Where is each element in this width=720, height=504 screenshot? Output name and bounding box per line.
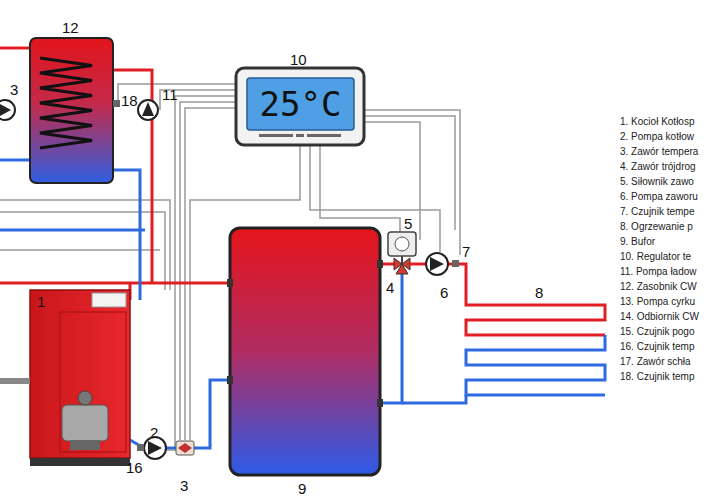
legend-entry: 9. Bufor — [620, 237, 655, 247]
valve-actuator — [388, 232, 416, 256]
display-reading: 25°C — [260, 84, 342, 124]
boiler-panel — [92, 293, 126, 307]
temp-sensor — [452, 260, 459, 267]
thermostatic-valve — [176, 441, 194, 455]
legend-entry: 1. Kocioł Kotłosp — [620, 117, 695, 127]
boiler-base — [30, 458, 130, 466]
boiler — [30, 290, 130, 458]
callout-number: 9 — [298, 481, 306, 496]
pump-arrow — [430, 257, 444, 271]
legend-entry: 10. Regulator te — [620, 252, 691, 262]
legend-entry: 6. Pompa zaworu — [620, 192, 698, 202]
temp-sensor — [113, 100, 120, 107]
legend-entry: 8. Ogrzewanie p — [620, 222, 693, 232]
temp-sensor — [137, 444, 144, 451]
boiler-pump — [144, 437, 166, 459]
callout-number: 3 — [10, 82, 18, 97]
controller-screen — [247, 78, 354, 130]
callout-number: 7 — [462, 244, 470, 259]
legend-entry: 13. Pompa cyrku — [620, 297, 695, 307]
legend-entry: 4. Zawór trójdrog — [620, 162, 696, 172]
legend-entry: 12. Zasobnik CW — [620, 282, 697, 292]
buffer-tank — [230, 228, 380, 475]
legend-entry: 3. Zawór tempera — [620, 147, 698, 157]
callout-number: 5 — [404, 216, 412, 231]
callout-number: 16 — [126, 460, 143, 475]
legend-entry: 18. Czujnik temp — [620, 372, 694, 382]
legend-entry: 15. Czujnik pogo — [620, 327, 695, 337]
callout-number: 4 — [386, 280, 394, 295]
legend-entry: 5. Siłownik zawo — [620, 177, 694, 187]
three-way-valve — [394, 258, 410, 274]
callout-number: 8 — [535, 285, 543, 300]
callout-number: 10 — [290, 52, 307, 67]
legend-entry: 7. Czujnik tempe — [620, 207, 694, 217]
callout-number: 11 — [162, 87, 178, 102]
pump-arrow — [142, 102, 154, 116]
loading-pump — [138, 100, 158, 120]
burner — [62, 405, 108, 441]
callout-number: 1 — [37, 294, 45, 309]
legend-entry: 14. Odbiornik CW — [620, 312, 699, 322]
legend-entry: 16. Czujnik temp — [620, 342, 694, 352]
legend-entry: 2. Pompa kotłow — [620, 132, 694, 142]
pump-arrow — [148, 441, 162, 455]
legend-entry: 17. Zawór schła — [620, 357, 691, 367]
pump-arrow — [0, 104, 11, 116]
callout-number: 3 — [180, 478, 188, 493]
circulation-pump — [0, 100, 15, 120]
callout-number: 2 — [150, 425, 158, 440]
dhw-tank — [30, 38, 113, 183]
tank-coil — [40, 58, 92, 148]
controller-housing — [236, 68, 364, 145]
callout-number: 6 — [440, 285, 448, 300]
legend-entry: 11. Pompa ładow — [620, 267, 697, 277]
callout-number: 12 — [62, 20, 79, 35]
callout-number: 18 — [121, 93, 138, 108]
valve-pump — [426, 253, 448, 275]
controller-display: 25°C — [247, 78, 354, 130]
